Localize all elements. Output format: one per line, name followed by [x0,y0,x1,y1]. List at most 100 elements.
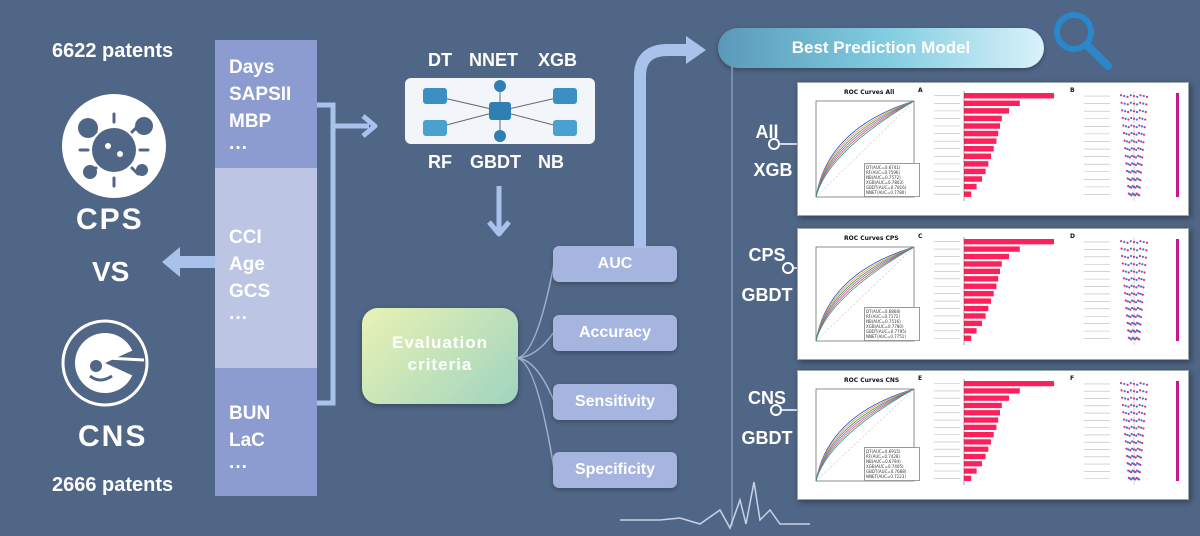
shap-point [1141,255,1144,258]
shap-point [1128,148,1131,151]
roc-plot [815,100,915,198]
shap-point [1138,478,1141,481]
legend-item: DT(AUC=0.6868) [866,309,901,314]
down-arrow [487,186,511,237]
importance-bar-chart [934,237,1054,345]
shap-point [1120,101,1123,104]
evaluation-title-line1: Evaluation [392,333,488,352]
shap-point [1132,132,1136,135]
shap-point [1130,262,1133,265]
shap-point [1130,330,1133,334]
shap-point [1138,448,1141,451]
shap-point [1136,454,1139,458]
shap-point [1139,155,1142,158]
shap-point [1144,256,1147,259]
roc-title: ROC Curves CNS [844,377,900,384]
shap-point [1121,109,1124,112]
shap-point [1124,117,1127,120]
variable-item: BUN [229,403,271,424]
model-connector-line [731,66,798,526]
shap-point [1136,383,1139,386]
shap-point [1129,94,1132,97]
shap-point [1141,293,1144,296]
criterion-auc: AUC [553,246,677,282]
shap-point [1125,447,1128,450]
shap-point [1136,169,1139,173]
shap-point [1124,299,1127,302]
shap-point [1128,427,1131,430]
shap-point [1125,426,1129,429]
variable-item: ··· [229,457,248,478]
shap-point [1123,248,1126,251]
evaluation-title-line2: criteria [407,355,473,374]
shap-point [1129,171,1132,174]
shap-point [1124,154,1127,157]
shap-point [1144,118,1147,121]
shap-point [1132,292,1136,296]
importance-bar [964,468,977,474]
shap-point [1131,314,1134,317]
shap-point [1144,263,1147,267]
total-patient-count: 6622 patents [52,40,174,62]
importance-bar [964,115,1002,122]
shap-point [1124,255,1127,258]
shap-point [1134,179,1137,182]
shap-point [1145,383,1149,386]
shap-point [1135,398,1139,401]
shap-point [1137,292,1140,295]
importance-bar [964,183,977,190]
shap-point [1144,398,1147,401]
variable-item: ··· [229,138,248,159]
shap-point [1122,131,1126,135]
shap-point [1122,124,1125,127]
shap-point [1139,240,1142,243]
evaluation-criteria-box: Evaluation criteria [362,308,518,404]
shap-point [1120,247,1123,250]
shap-point [1139,285,1143,288]
shap-point [1136,314,1139,317]
shap-point [1142,278,1146,282]
shap-point [1126,383,1129,386]
magnifier-icon [1054,12,1112,70]
variable-item: LaC [229,430,265,451]
roc-frame [815,100,915,198]
shap-point [1141,117,1144,120]
shap-point [1138,262,1141,265]
shap-point [1125,278,1128,281]
panel-letter: D [1070,233,1075,240]
shap-point [1136,390,1139,394]
shap-point [1138,124,1141,127]
shap-point [1128,286,1131,289]
shap-point [1139,382,1142,385]
importance-bar [964,239,1054,245]
importance-bar [964,313,986,319]
panel-letter: A [918,87,923,94]
shap-point [1134,338,1137,341]
shap-point [1123,425,1126,428]
shap-point [1145,103,1148,106]
criterion-specificity: Specificity [553,452,677,488]
shap-point [1123,390,1126,393]
importance-bar [964,146,994,152]
importance-bar [964,320,982,327]
shap-point [1144,405,1147,408]
shap-point [1127,315,1130,318]
wave-decoration [620,481,810,530]
shap-point [1142,382,1145,386]
roc-legend: DT(AUC=0.6741) RF(AUC=0.7596) NB(AUC=0.7… [864,163,920,197]
roc-plot [815,246,915,342]
shap-point [1129,323,1132,326]
shap-point [1123,139,1126,142]
shap-point [1142,286,1145,289]
shap-point [1134,171,1137,174]
shap-point [1142,94,1145,98]
shap-point [1141,263,1144,266]
shap-point [1137,418,1141,421]
shap-point [1135,126,1138,129]
result-panel-cns: ROC Curves CNS E F DT(AUC=0.6915) RF(AUC… [797,370,1189,500]
shap-point [1138,163,1141,166]
algo-nnet: NNET [469,50,518,70]
shap-point [1135,434,1138,437]
shap-point [1140,270,1144,273]
shap-point [1137,433,1140,436]
